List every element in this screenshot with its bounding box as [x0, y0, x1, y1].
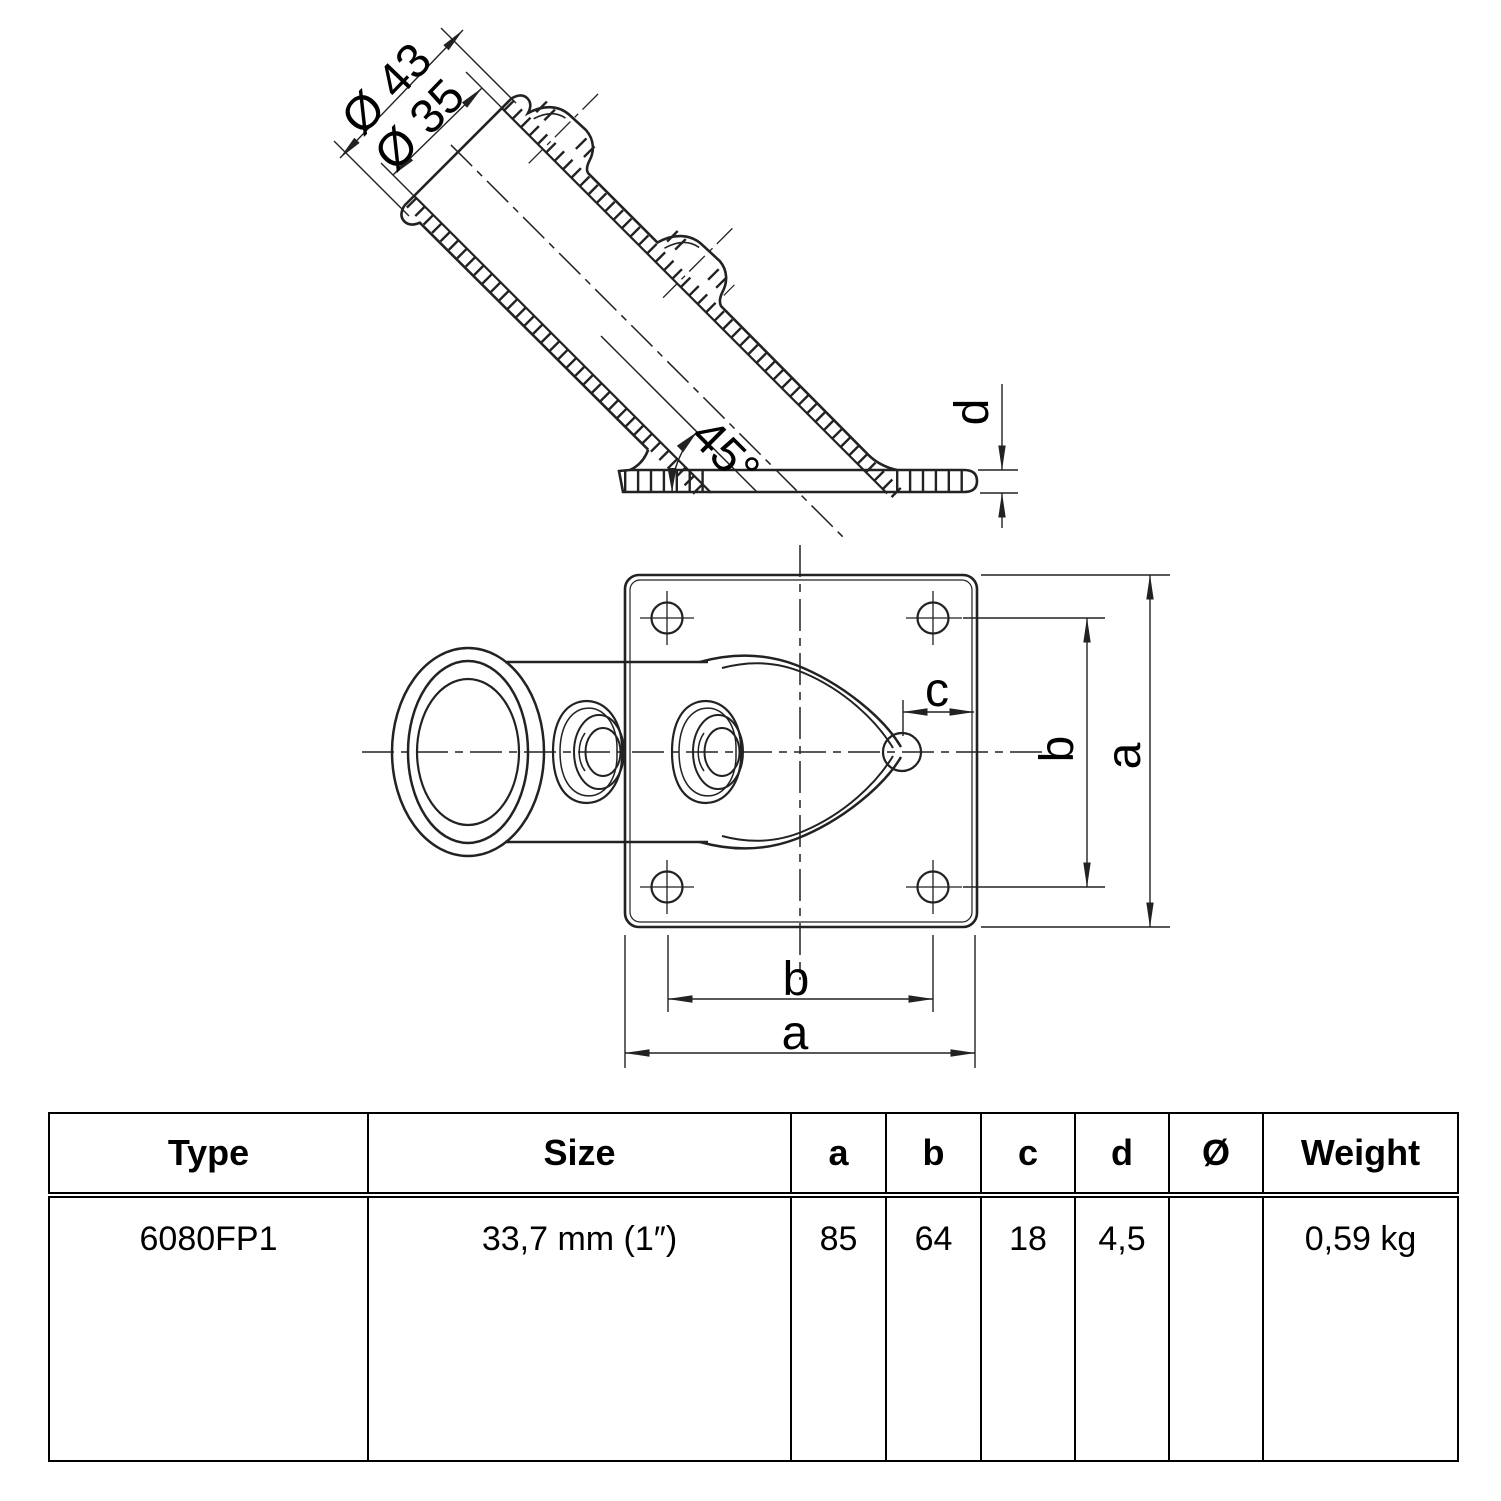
base-plate-outline [617, 468, 979, 494]
socket-silhouette [505, 660, 708, 844]
col-header-b: b [885, 1112, 982, 1198]
dim-plate-thickness [978, 384, 1018, 528]
side-view-45deg-bracket: Ø 43 Ø 35 45° d [332, 27, 1018, 541]
extension-lines [978, 469, 1018, 494]
cell-diameter [1168, 1194, 1264, 1462]
socket-body [505, 654, 923, 850]
spec-table: Type Size a b c d Ø Weight 6080FP1 33,7 … [48, 1112, 1459, 1462]
col-header-size: Size [367, 1112, 792, 1198]
collar-outer [390, 646, 546, 858]
angle-leg-line [600, 335, 758, 493]
col-header-c: c [980, 1112, 1076, 1198]
dim-label-plate-width: a [782, 1007, 809, 1060]
mounting-holes [640, 591, 962, 914]
cell-c: 18 [980, 1194, 1076, 1462]
col-header-weight: Weight [1262, 1112, 1459, 1198]
dim-edge-distance [902, 700, 975, 736]
angle-annotation [600, 335, 758, 493]
spec-table-data-row: 6080FP1 33,7 mm (1″) 85 64 18 4,5 0,59 k… [48, 1194, 1459, 1462]
dim-label-plate-height: a [1098, 742, 1151, 769]
pipe-bore-lines [413, 107, 888, 495]
dimension-line [392, 87, 483, 176]
pipe-lower-outline [400, 205, 650, 451]
dim-inner-diameter [380, 71, 507, 204]
cell-size: 33,7 mm (1″) [367, 1194, 792, 1462]
socket-collar [390, 646, 546, 858]
left-fillet [629, 449, 650, 472]
pipe-upper-outline [511, 94, 867, 453]
boss-outer-contour [551, 699, 624, 805]
mounting-plate-inner-edge [629, 579, 973, 923]
cell-a: 85 [790, 1194, 887, 1462]
col-header-diameter: Ø [1168, 1112, 1264, 1198]
dim-bottom-side [624, 935, 976, 1068]
boss-inner-lines [533, 112, 700, 249]
screw-boss [551, 699, 625, 805]
spec-table-header-row: Type Size a b c d Ø Weight [48, 1112, 1459, 1198]
boss-bore [584, 727, 622, 777]
boss2-hatch [666, 230, 735, 296]
dome-inner [721, 662, 894, 842]
angle-arrow-top [676, 432, 697, 453]
angle-arrow-bottom [667, 468, 677, 492]
boss-centerlines [528, 93, 733, 299]
boss-seat [573, 714, 625, 790]
cell-d: 4,5 [1074, 1194, 1170, 1462]
cell-weight: 0,59 kg [1262, 1194, 1459, 1462]
pipe-section-45deg [400, 93, 902, 541]
mounting-plate [623, 573, 979, 929]
dome-outer [699, 654, 903, 850]
extension-lines [380, 71, 507, 204]
apex-hole [881, 731, 923, 773]
boss-inner-contour [559, 707, 618, 797]
front-view-base-plate: c b a b a [362, 545, 1170, 1068]
hole-center-ticks [640, 591, 962, 914]
dim-label-hole-spacing-horizontal: b [783, 953, 810, 1006]
collar-rim [406, 659, 530, 845]
lower-wall-hatch [406, 197, 706, 497]
extension-lines [963, 574, 1170, 928]
dim-label-angle: 45° [681, 409, 770, 498]
col-header-a: a [790, 1112, 887, 1198]
pipe-axis-centerline [450, 144, 847, 541]
upper-wall-hatch [503, 100, 902, 499]
dim-right-side [963, 574, 1170, 928]
cell-b: 64 [885, 1194, 982, 1462]
dim-label-hole-spacing-vertical: b [1031, 736, 1084, 763]
col-header-type: Type [48, 1112, 369, 1198]
col-header-d: d [1074, 1112, 1170, 1198]
side-view-base-plate [617, 449, 979, 494]
collar-bore [415, 677, 521, 827]
dim-label-edge-distance: c [925, 664, 949, 717]
dim-label-plate-thickness: d [946, 399, 999, 426]
extension-lines [624, 935, 976, 1068]
cell-type: 6080FP1 [48, 1194, 369, 1462]
boss-countersink [578, 732, 586, 772]
